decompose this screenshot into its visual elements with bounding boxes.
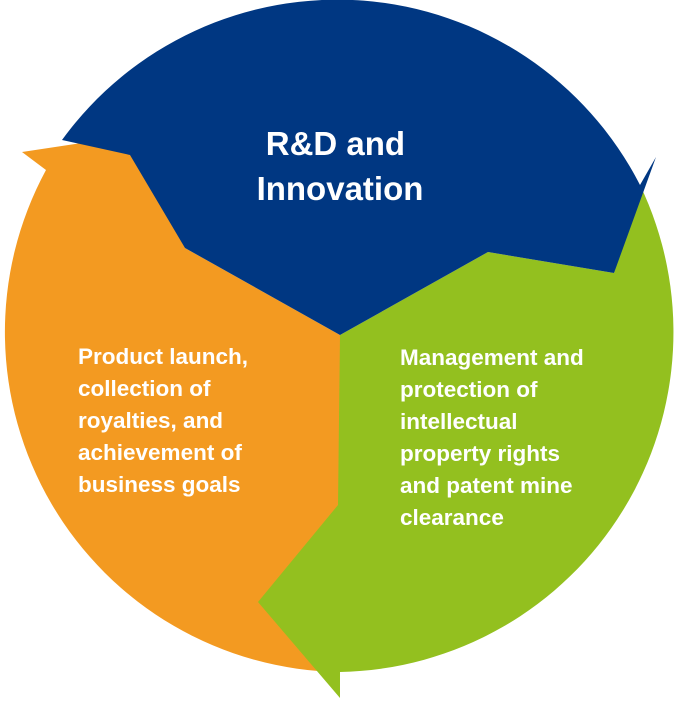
label-ip-line: intellectual [400,409,518,434]
label-launch-line: collection of [78,376,211,401]
segment-launch [4,133,341,672]
label-ip-line: and patent mine [400,473,573,498]
segment-rnd [62,0,656,335]
label-ip-line: property rights [400,441,560,466]
label-launch-line: Product launch, [78,344,248,369]
label-rnd-line: R&D and [266,125,405,162]
label-launch-line: royalties, and [78,408,223,433]
label-ip-line: Management and [400,345,584,370]
label-rnd: R&D and Innovation [257,125,424,207]
label-ip: Management and protection of intellectua… [400,345,590,530]
label-launch: Product launch, collection of royalties,… [78,344,254,497]
segment-ip [258,185,674,698]
label-ip-line: protection of [400,377,538,402]
label-launch-line: business goals [78,472,241,497]
label-rnd-line: Innovation [257,170,424,207]
label-ip-line: clearance [400,505,504,530]
label-launch-line: achievement of [78,440,242,465]
